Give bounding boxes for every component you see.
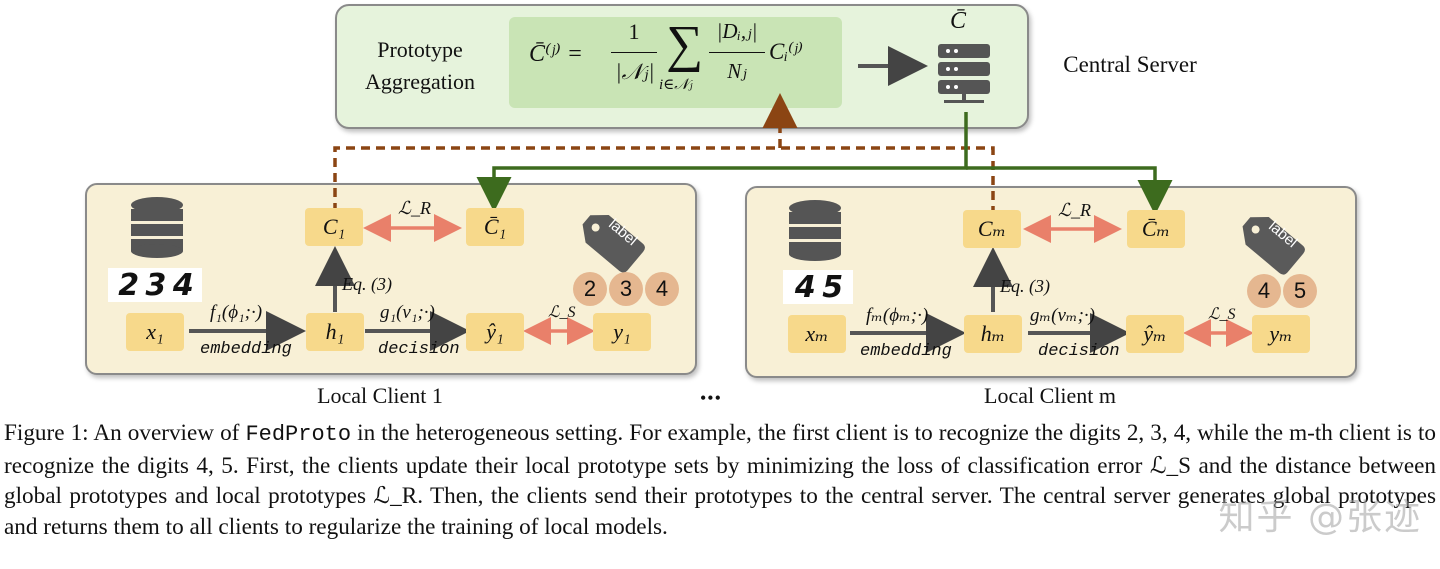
clientm-embed-text: embedding bbox=[860, 342, 952, 361]
clientm-embed-fn: fₘ(ϕₘ;·) bbox=[866, 305, 929, 326]
formula-frac-line bbox=[611, 52, 657, 53]
client1-decide-fn: g₁(v₁;·) bbox=[380, 302, 435, 323]
prototype-aggregation-label: Prototype Aggregation bbox=[350, 34, 490, 98]
formula-frac2-num: |Dᵢ,ⱼ| bbox=[716, 19, 758, 43]
client1-loss-r: ℒ_R bbox=[398, 198, 431, 218]
caption-part2: in the heterogeneous setting. For exampl… bbox=[4, 420, 1436, 540]
database-icon bbox=[789, 200, 841, 261]
clientm-hidden-node: hₘ bbox=[964, 315, 1022, 353]
formula-sum-sub: i∈𝒩ⱼ bbox=[659, 77, 693, 93]
label-tag-icon bbox=[582, 214, 645, 273]
clientm-label-circles: 4 5 bbox=[1247, 274, 1317, 308]
client1-digit-images: 2 3 4 bbox=[108, 268, 202, 303]
clientm-label-node: yₘ bbox=[1252, 315, 1310, 353]
client1-loss-s: ℒ_S bbox=[548, 304, 576, 321]
client1-prediction-node: ŷ₁ bbox=[466, 313, 524, 351]
client1-input-node: x₁ bbox=[126, 313, 184, 351]
client1-global-prototype: C̄₁ bbox=[466, 208, 524, 246]
database-icon bbox=[131, 197, 183, 258]
clientm-decide-text: decision bbox=[1038, 342, 1120, 361]
label-tag-icon bbox=[1242, 216, 1305, 275]
client1-name: Local Client 1 bbox=[317, 383, 443, 408]
client1-embed-fn: f₁(ϕ₁;·) bbox=[210, 302, 263, 323]
watermark: 知乎 @张迹 bbox=[1218, 497, 1422, 538]
figure: Prototype Aggregation C̄⁽ʲ⁾ = 1 |𝒩ⱼ| ∑ i… bbox=[85, 4, 1357, 408]
clientm-loss-r: ℒ_R bbox=[1058, 200, 1091, 220]
central-server-label: Central Server bbox=[1063, 52, 1197, 77]
label-circle: 4 bbox=[645, 272, 679, 306]
client1-label-node: y₁ bbox=[593, 313, 651, 351]
clientm-loss-s: ℒ_S bbox=[1208, 306, 1236, 323]
figure-caption: Figure 1: An overview of FedProto in the… bbox=[4, 418, 1436, 542]
label-circle: 3 bbox=[609, 272, 643, 306]
formula-tail: Cᵢ⁽ʲ⁾ bbox=[769, 39, 804, 64]
client1-hidden-node: h₁ bbox=[306, 313, 364, 351]
formula-frac2-den: Nⱼ bbox=[727, 59, 747, 83]
client1-label-circles: 2 3 4 bbox=[573, 272, 679, 306]
figure-graphics bbox=[131, 44, 1305, 353]
formula-frac-num: 1 bbox=[628, 19, 640, 44]
download-path-clientm bbox=[966, 166, 1173, 215]
server-icon bbox=[938, 44, 990, 103]
label-circle: 4 bbox=[1247, 274, 1281, 308]
download-path-client1 bbox=[476, 112, 968, 212]
clientm-digit-images: 4 5 bbox=[783, 270, 853, 305]
clientm-input-node: xₘ bbox=[788, 315, 846, 353]
server-symbol: C̄ bbox=[950, 8, 967, 34]
client1-local-prototype: C₁ bbox=[305, 208, 363, 246]
label-circle: 2 bbox=[573, 272, 607, 306]
client1-embed-text: embedding bbox=[200, 340, 292, 359]
label-circle: 5 bbox=[1283, 274, 1317, 308]
sum-symbol: ∑ bbox=[666, 16, 704, 73]
clientm-global-prototype: C̄ₘ bbox=[1127, 210, 1185, 248]
upload-path bbox=[333, 146, 995, 212]
clientm-name: Local Client m bbox=[984, 383, 1116, 408]
ellipsis: ••• bbox=[700, 388, 722, 408]
clientm-prediction-node: ŷₘ bbox=[1126, 315, 1184, 353]
formula-frac2-line bbox=[709, 52, 765, 53]
formula-lhs: C̄⁽ʲ⁾ = bbox=[529, 41, 583, 67]
aggregation-formula: C̄⁽ʲ⁾ = 1 |𝒩ⱼ| ∑ i∈𝒩ⱼ |Dᵢ,ⱼ| Nⱼ Cᵢ⁽ʲ⁾ bbox=[509, 16, 842, 108]
clientm-eq-ref: Eq. (3) bbox=[1000, 276, 1050, 296]
client1-eq-ref: Eq. (3) bbox=[342, 274, 392, 294]
caption-part1: Figure 1: An overview of bbox=[4, 420, 246, 446]
aggregation-title-line1: Prototype bbox=[377, 37, 463, 62]
aggregation-title-line2: Aggregation bbox=[365, 69, 475, 94]
formula-frac-den: |𝒩ⱼ| bbox=[615, 59, 655, 84]
caption-code: FedProto bbox=[245, 422, 352, 447]
client1-decide-text: decision bbox=[378, 340, 460, 359]
clientm-local-prototype: Cₘ bbox=[963, 210, 1021, 248]
clientm-decide-fn: gₘ(vₘ;·) bbox=[1030, 305, 1095, 326]
